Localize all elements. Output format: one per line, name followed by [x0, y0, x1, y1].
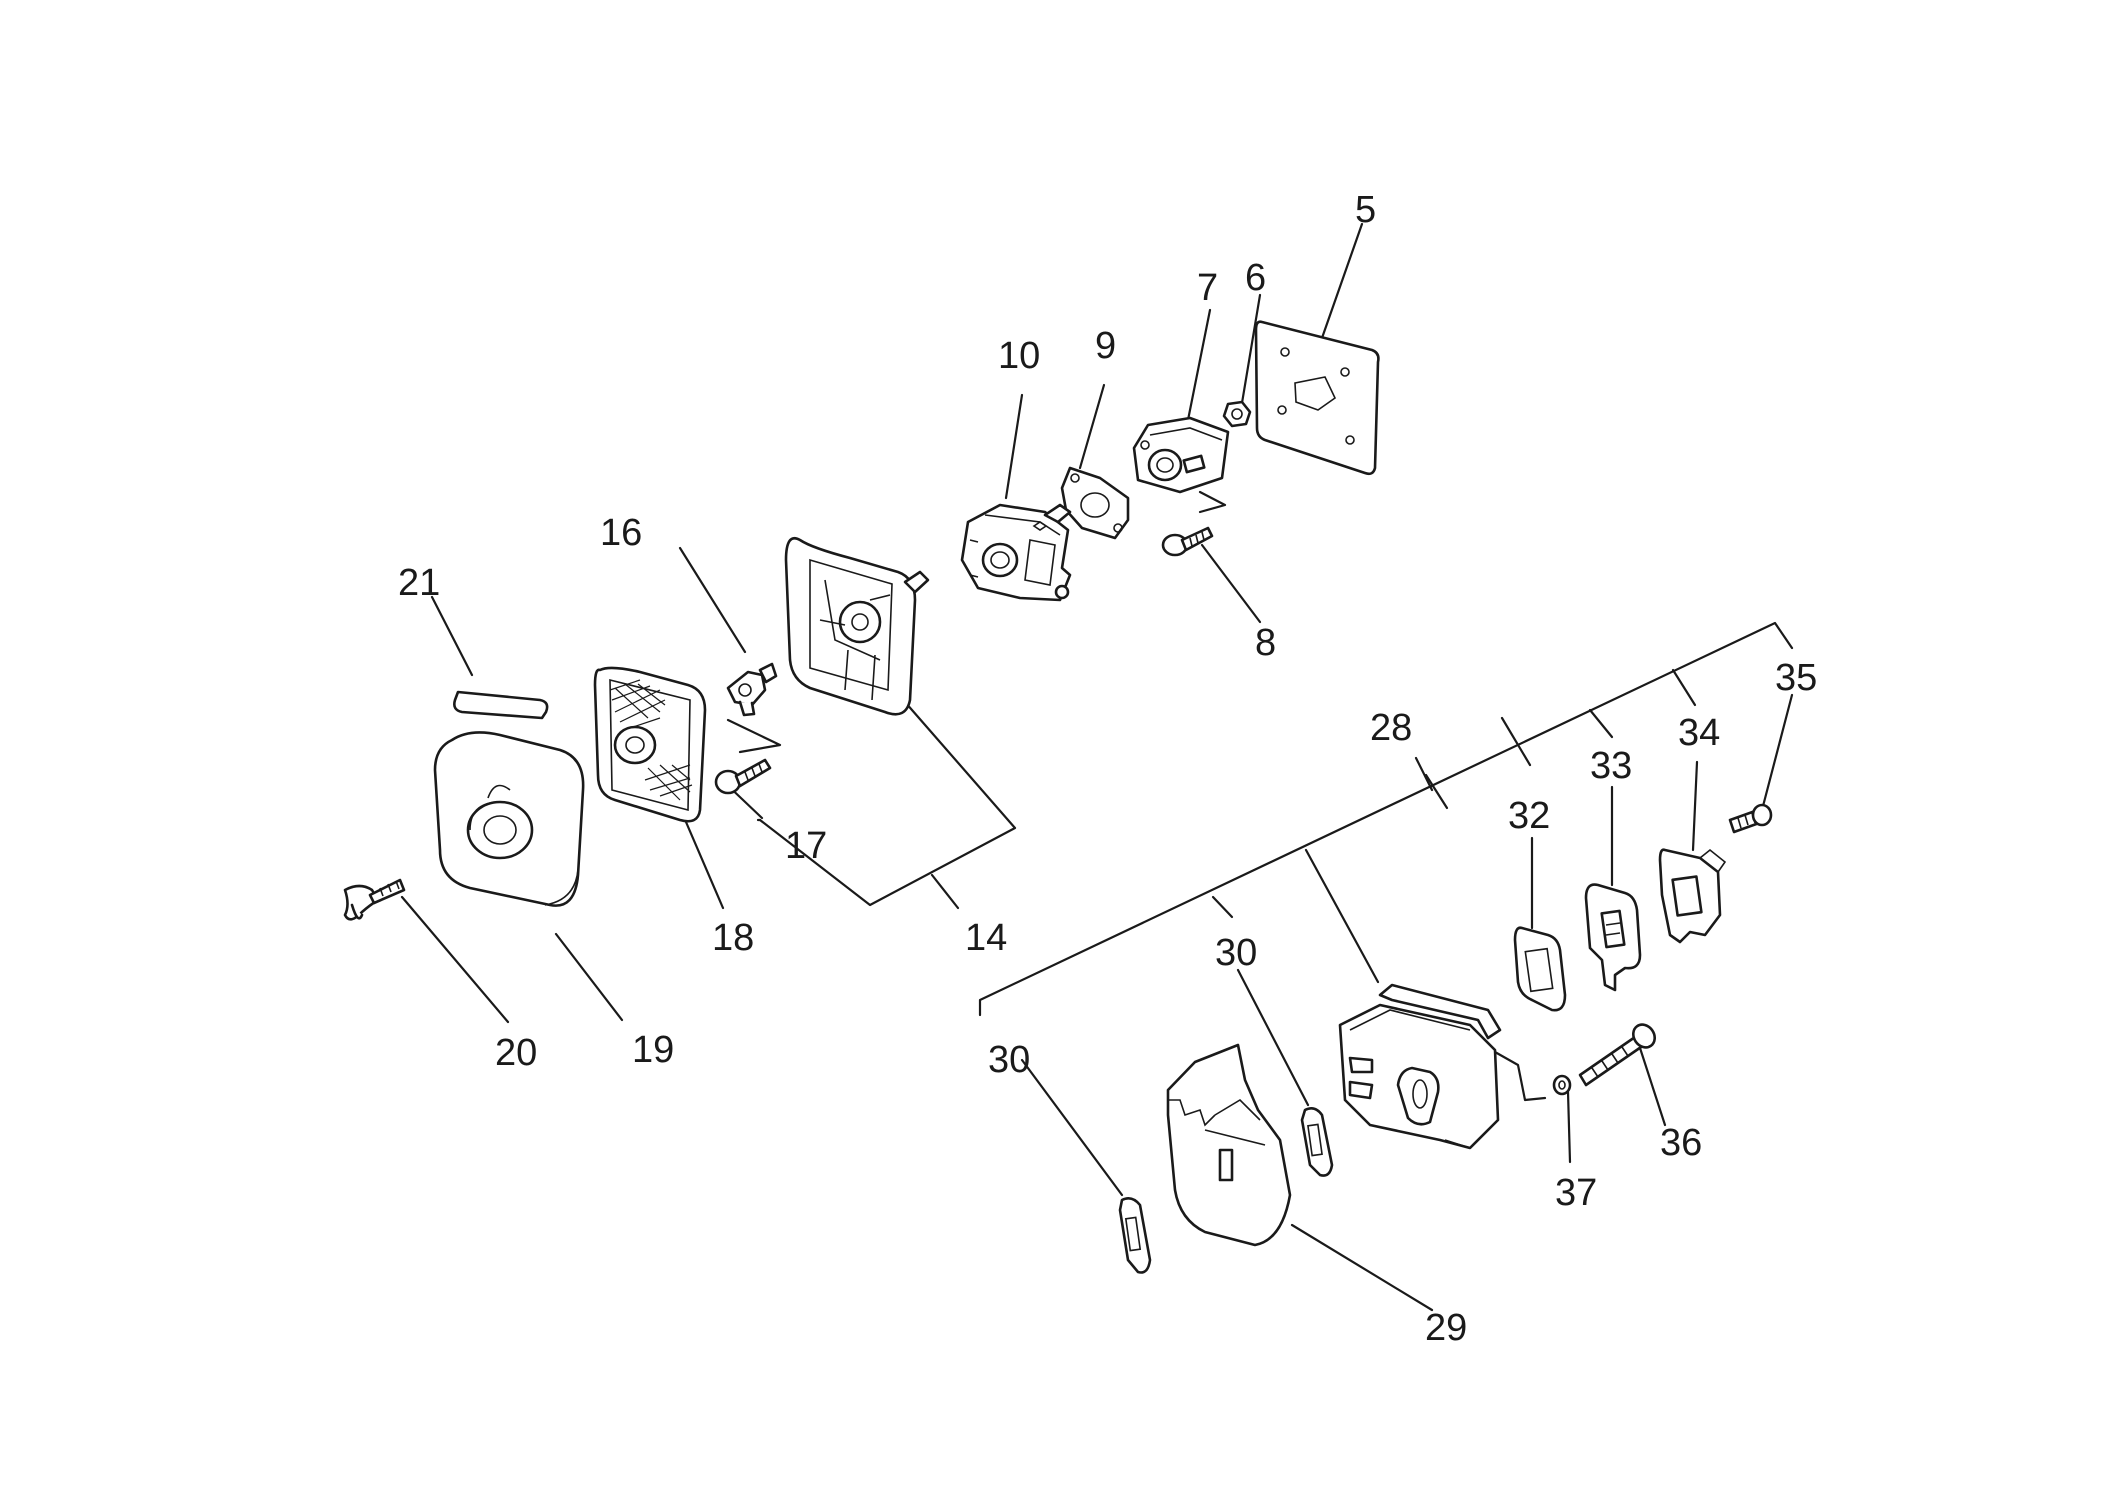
part-30-gasket-b — [1300, 1107, 1334, 1177]
part-20-wing-bolt — [343, 878, 406, 921]
part-35-screw — [1728, 803, 1773, 834]
callout-18: 18 — [712, 917, 754, 959]
callout-17: 17 — [785, 825, 827, 867]
callout-32: 32 — [1508, 795, 1550, 837]
callout-16: 16 — [600, 512, 642, 554]
part-34-muffler-plate — [1658, 848, 1727, 944]
part-37-washer — [1552, 1074, 1572, 1096]
part-30-gasket-a — [1118, 1197, 1152, 1274]
part-14-air-cleaner-case — [784, 536, 930, 716]
leader-lines — [400, 222, 1794, 1312]
part-18-air-filter-element — [593, 666, 707, 823]
callout-8: 8 — [1255, 622, 1276, 664]
callout-14: 14 — [965, 917, 1007, 959]
part-8-bolt — [1161, 526, 1214, 557]
part-16-choke-lever — [726, 662, 778, 717]
callout-21: 21 — [398, 562, 440, 604]
callout-28: 28 — [1370, 707, 1412, 749]
part-33-spark-arrester-plate — [1584, 883, 1642, 992]
callout-34: 34 — [1678, 712, 1720, 754]
callout-19: 19 — [632, 1029, 674, 1071]
part-21-label-pad — [453, 690, 549, 720]
callout-30-upper: 30 — [1215, 932, 1257, 974]
part-19-air-filter-cover — [433, 731, 585, 907]
part-36-bolt — [1578, 1023, 1656, 1087]
part-5-insulator-plate — [1254, 320, 1380, 476]
callout-33: 33 — [1590, 745, 1632, 787]
part-29-muffler-cover — [1166, 1043, 1292, 1247]
callout-20: 20 — [495, 1032, 537, 1074]
part-32-gasket — [1513, 926, 1567, 1012]
callout-36: 36 — [1660, 1122, 1702, 1164]
part-9-gasket — [1060, 466, 1130, 540]
callout-labels: 5 6 7 8 9 10 14 16 17 18 19 20 21 28 29 … — [398, 189, 1817, 1349]
part-10-carburetor — [960, 503, 1072, 602]
callout-5: 5 — [1355, 189, 1376, 231]
callout-10: 10 — [998, 335, 1040, 377]
part-28-muffler — [1338, 983, 1502, 1150]
callout-35: 35 — [1775, 657, 1817, 699]
part-17-bolt — [714, 758, 772, 795]
part-7-carburetor-holder — [1132, 416, 1230, 494]
part-6-nut — [1222, 400, 1252, 428]
callout-29: 29 — [1425, 1307, 1467, 1349]
callout-7: 7 — [1197, 267, 1218, 309]
callout-37: 37 — [1555, 1172, 1597, 1214]
callout-30-lower: 30 — [988, 1039, 1030, 1081]
callout-6: 6 — [1245, 257, 1266, 299]
callout-9: 9 — [1095, 325, 1116, 367]
